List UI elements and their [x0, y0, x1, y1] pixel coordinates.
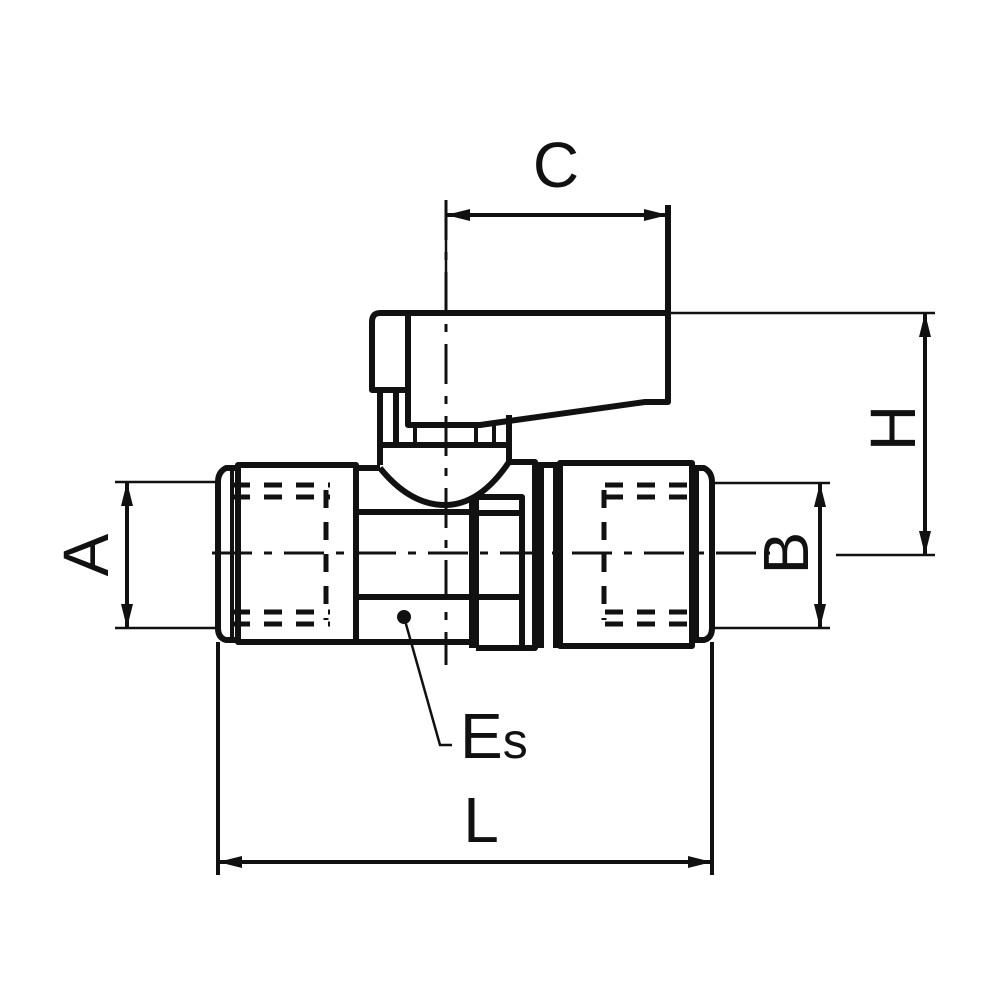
leader-es: Es — [397, 610, 528, 772]
label-l: L — [463, 784, 499, 856]
label-a: A — [50, 533, 122, 576]
label-h: H — [857, 405, 929, 451]
dimension-c: C — [444, 129, 671, 313]
label-c: C — [533, 129, 579, 201]
label-b: B — [750, 532, 822, 575]
dimension-b: B — [712, 481, 830, 630]
dimension-h: H — [668, 311, 935, 557]
dimension-l: L — [216, 642, 714, 875]
dimension-a: A — [50, 480, 218, 630]
valve-handle — [369, 310, 671, 465]
right-thread-body — [557, 460, 715, 649]
label-es: Es — [460, 700, 528, 772]
center-body — [356, 459, 560, 651]
